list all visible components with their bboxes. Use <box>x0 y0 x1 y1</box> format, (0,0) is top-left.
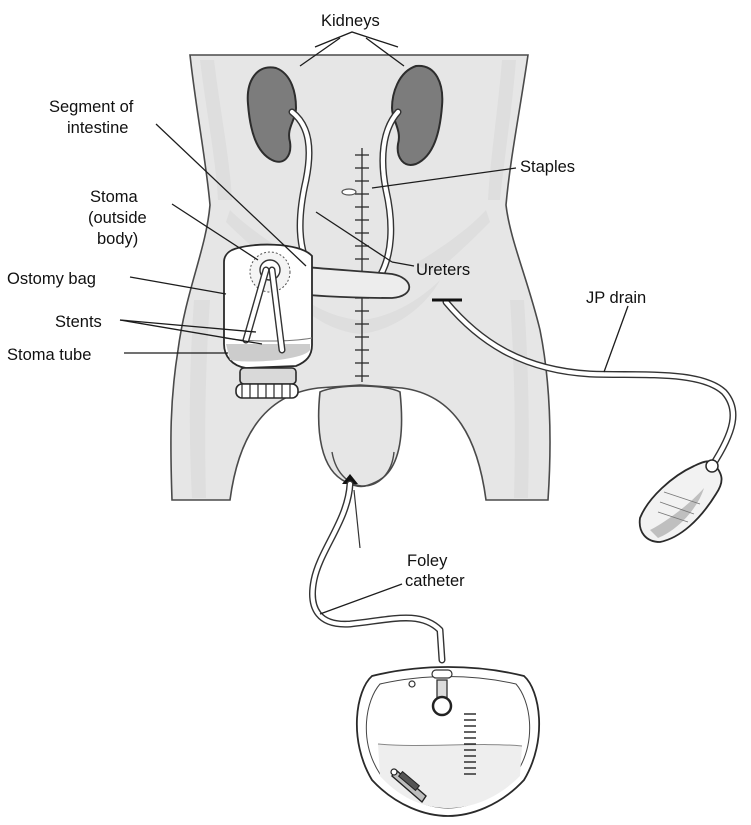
navel <box>342 189 356 195</box>
label-stoma-line3: body) <box>97 230 138 248</box>
label-foley-catheter-line1: Foley <box>407 552 448 570</box>
label-stoma-tube: Stoma tube <box>7 346 91 364</box>
label-stoma-line2: (outside <box>88 209 147 227</box>
label-staples: Staples <box>520 158 575 176</box>
label-ostomy-bag: Ostomy bag <box>7 270 96 288</box>
jp-drain-bulb <box>640 460 722 542</box>
drainage-bag <box>357 667 539 816</box>
label-stents: Stents <box>55 313 102 331</box>
label-kidneys: Kidneys <box>321 12 380 30</box>
label-stoma-line1: Stoma <box>90 188 139 206</box>
label-segment-of-intestine-line2: intestine <box>67 119 128 137</box>
label-ureters: Ureters <box>416 261 470 279</box>
label-segment-of-intestine-line1: Segment of <box>49 98 134 116</box>
label-jp-drain: JP drain <box>586 289 646 307</box>
label-foley-catheter-line2: catheter <box>405 572 465 590</box>
